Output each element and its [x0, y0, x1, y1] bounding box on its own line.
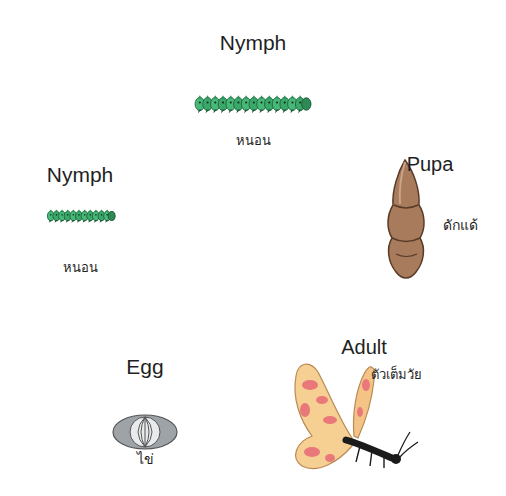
stage-name: Pupa [407, 153, 454, 175]
caterpillar-illustration [195, 95, 311, 113]
cycle-arrow [391, 284, 403, 320]
stage-name: Adult [341, 336, 387, 358]
stage-name-thai: ดักแด้ [443, 218, 478, 233]
stage-circle: Nymph หนอน [173, 15, 333, 175]
stage-name: Nymph [220, 31, 287, 54]
cycle-arrow [220, 402, 288, 408]
stage-circle: Nymph หนอน [7, 147, 153, 293]
stage-circle: Pupa ดักแด้ [353, 139, 499, 285]
pupa-illustration [388, 160, 424, 278]
stage-name: Egg [126, 355, 163, 378]
stage-name: Nymph [47, 163, 114, 186]
stage-name-thai: ตัวเต็มวัย [371, 368, 422, 382]
caterpillar-illustration [47, 210, 115, 223]
stage-name-thai: หนอน [63, 261, 98, 275]
stage-name-thai: ไข่ [137, 452, 154, 467]
cycle-arrow [322, 141, 363, 169]
stage-circle: Adult ตัวเต็มวัย [290, 319, 442, 471]
cycle-arrow [104, 292, 121, 344]
stage-circle: Egg ไข่ [73, 343, 217, 487]
egg-illustration [113, 415, 177, 449]
cycle-arrow [142, 144, 186, 176]
stage-name-thai: หนอน [236, 134, 271, 148]
